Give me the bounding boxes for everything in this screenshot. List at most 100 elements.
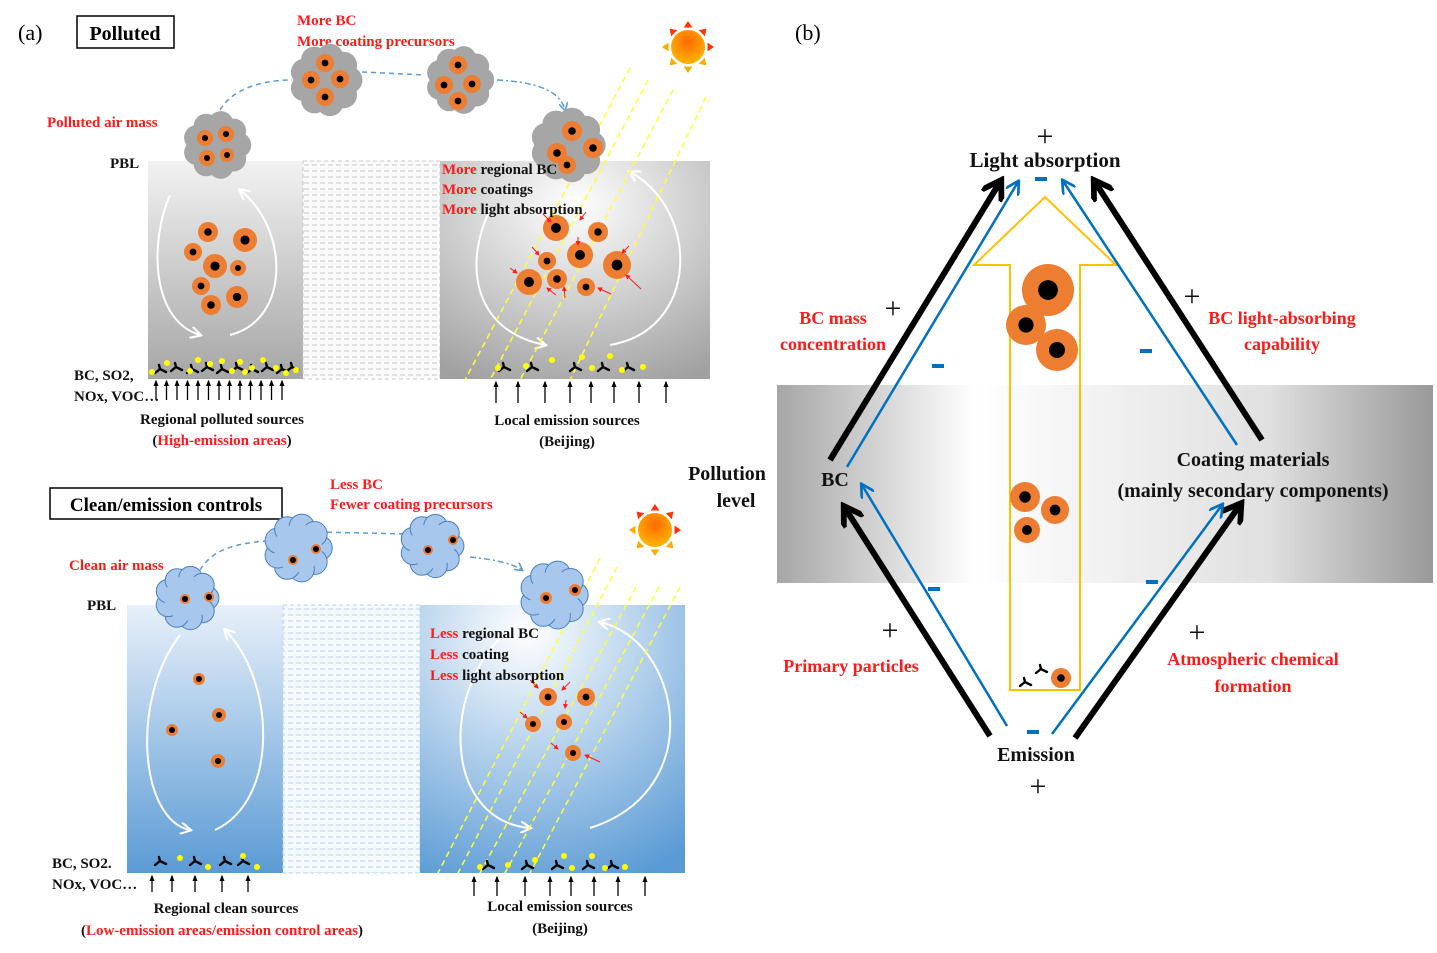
bc-core [222, 130, 230, 138]
sun-ray [636, 540, 645, 549]
bc-emission-glyph [200, 361, 215, 373]
circulation-arrow [589, 622, 672, 829]
bc-core [313, 546, 319, 552]
cloud-body [409, 523, 455, 569]
bc-core [232, 292, 242, 302]
sun-ray [650, 549, 660, 556]
coated-bc-particle [331, 70, 349, 88]
cloud-body [300, 54, 352, 106]
minus-sign [1035, 177, 1047, 181]
bc-core [207, 301, 215, 309]
bc-emission-glyph [525, 361, 540, 373]
condensation-arrow [519, 711, 528, 719]
bc-core [1038, 280, 1058, 300]
condensation-arrow [561, 681, 571, 691]
bc-core [582, 283, 590, 291]
precursor-gas-dot [532, 857, 538, 863]
precursor-gas-dot [164, 360, 170, 366]
bc-core [224, 152, 230, 158]
coated-bc-particle [233, 228, 257, 252]
bc-light-absorbing-label: BC light-absorbing [1208, 308, 1356, 328]
minus-sign [932, 364, 944, 368]
air-mass-cloud-icon [400, 513, 465, 579]
coating-materials-node: Coating materials [1177, 449, 1330, 471]
coated-bc-particle [603, 251, 631, 279]
precursor-gas-dot [477, 864, 483, 870]
precursor-gas-dot [561, 853, 567, 859]
coated-bc-particle [230, 260, 246, 276]
polluted-air-mass-label: Polluted air mass [47, 115, 158, 131]
coated-bc-particle [539, 688, 557, 706]
bc-core [440, 81, 448, 89]
increase-arrow-outline [971, 195, 1119, 691]
circulation-arrow [229, 190, 278, 336]
polluted-local-effect-1: More regional BC [442, 162, 557, 178]
bc-core [307, 76, 315, 84]
precursor-gas-dot [237, 359, 243, 365]
condensation-arrow [621, 245, 630, 254]
bc-core [1049, 342, 1065, 358]
precursor-gas-dot [207, 361, 213, 367]
bc-core [201, 134, 209, 142]
precursor-gas-dot [589, 365, 595, 371]
clean-title: Clean/emission controls [70, 495, 262, 516]
condensation-arrow [625, 274, 642, 290]
coated-bc-particle [204, 592, 214, 602]
bc-to-absorption-arrow [827, 182, 1000, 462]
bc-core [524, 277, 534, 287]
bc-emission-glyph [260, 361, 275, 373]
emission-to-coating-arrow [1072, 505, 1240, 740]
coated-bc-particle [192, 277, 210, 295]
precursor-gas-dot [589, 853, 595, 859]
circulation-arrow [214, 630, 265, 831]
bc-core [589, 144, 597, 152]
coated-bc-particle [211, 754, 225, 768]
negative-pathways [845, 181, 1239, 735]
bc-core [543, 595, 549, 601]
bc-emission-glyph [581, 859, 596, 871]
bc-emission-glyph [1018, 676, 1033, 688]
coated-bc-particle [302, 71, 320, 89]
coated-bc-particle [218, 126, 234, 142]
sun-glyph [629, 504, 681, 556]
pollution-level-band [777, 385, 1433, 583]
bc-core [611, 259, 623, 271]
condensation-arrow [509, 267, 518, 274]
bc-core [182, 596, 188, 602]
precursor-gas-dot [229, 368, 235, 374]
bc-emission-glyph [520, 859, 535, 871]
bc-core [169, 727, 175, 733]
coated-bc-particle [525, 716, 541, 732]
cloud-body [530, 571, 578, 619]
precursor-gas-dot [619, 367, 625, 373]
condensation-arrow [546, 287, 557, 296]
precursor-gas-dot [195, 357, 201, 363]
bc-to-absorption-blue-arrow [845, 182, 1018, 468]
sun-ray [674, 525, 681, 535]
precursor-gas-dot [254, 864, 260, 870]
circulation-arrow [459, 624, 530, 828]
circulation-arrow [146, 634, 190, 830]
condensation-arrow [597, 287, 612, 295]
bc-core [321, 93, 329, 101]
coated-bc-particle [567, 242, 593, 268]
sun-ray [669, 57, 678, 66]
bc-emission-glyph [1034, 663, 1049, 675]
clean-pbl-label: PBL [87, 598, 116, 614]
coated-bc-particle [212, 708, 226, 722]
coated-bc-particle [423, 545, 433, 555]
condensation-arrow [579, 211, 587, 221]
condensation-arrow [561, 286, 567, 299]
sun-ray [698, 57, 707, 66]
precursor-gas-dot [205, 864, 211, 870]
coated-bc-particle [588, 222, 608, 242]
coated-bc-particle [449, 56, 467, 74]
sun-ray [665, 540, 674, 549]
sun-ray [683, 66, 693, 73]
precursor-gas-dot [495, 365, 501, 371]
precursor-gas-dot [622, 864, 628, 870]
transport-arrow [219, 79, 293, 111]
high-emission-areas-label: (High-emission areas) [152, 433, 291, 449]
polluted-title: Polluted [89, 23, 160, 45]
